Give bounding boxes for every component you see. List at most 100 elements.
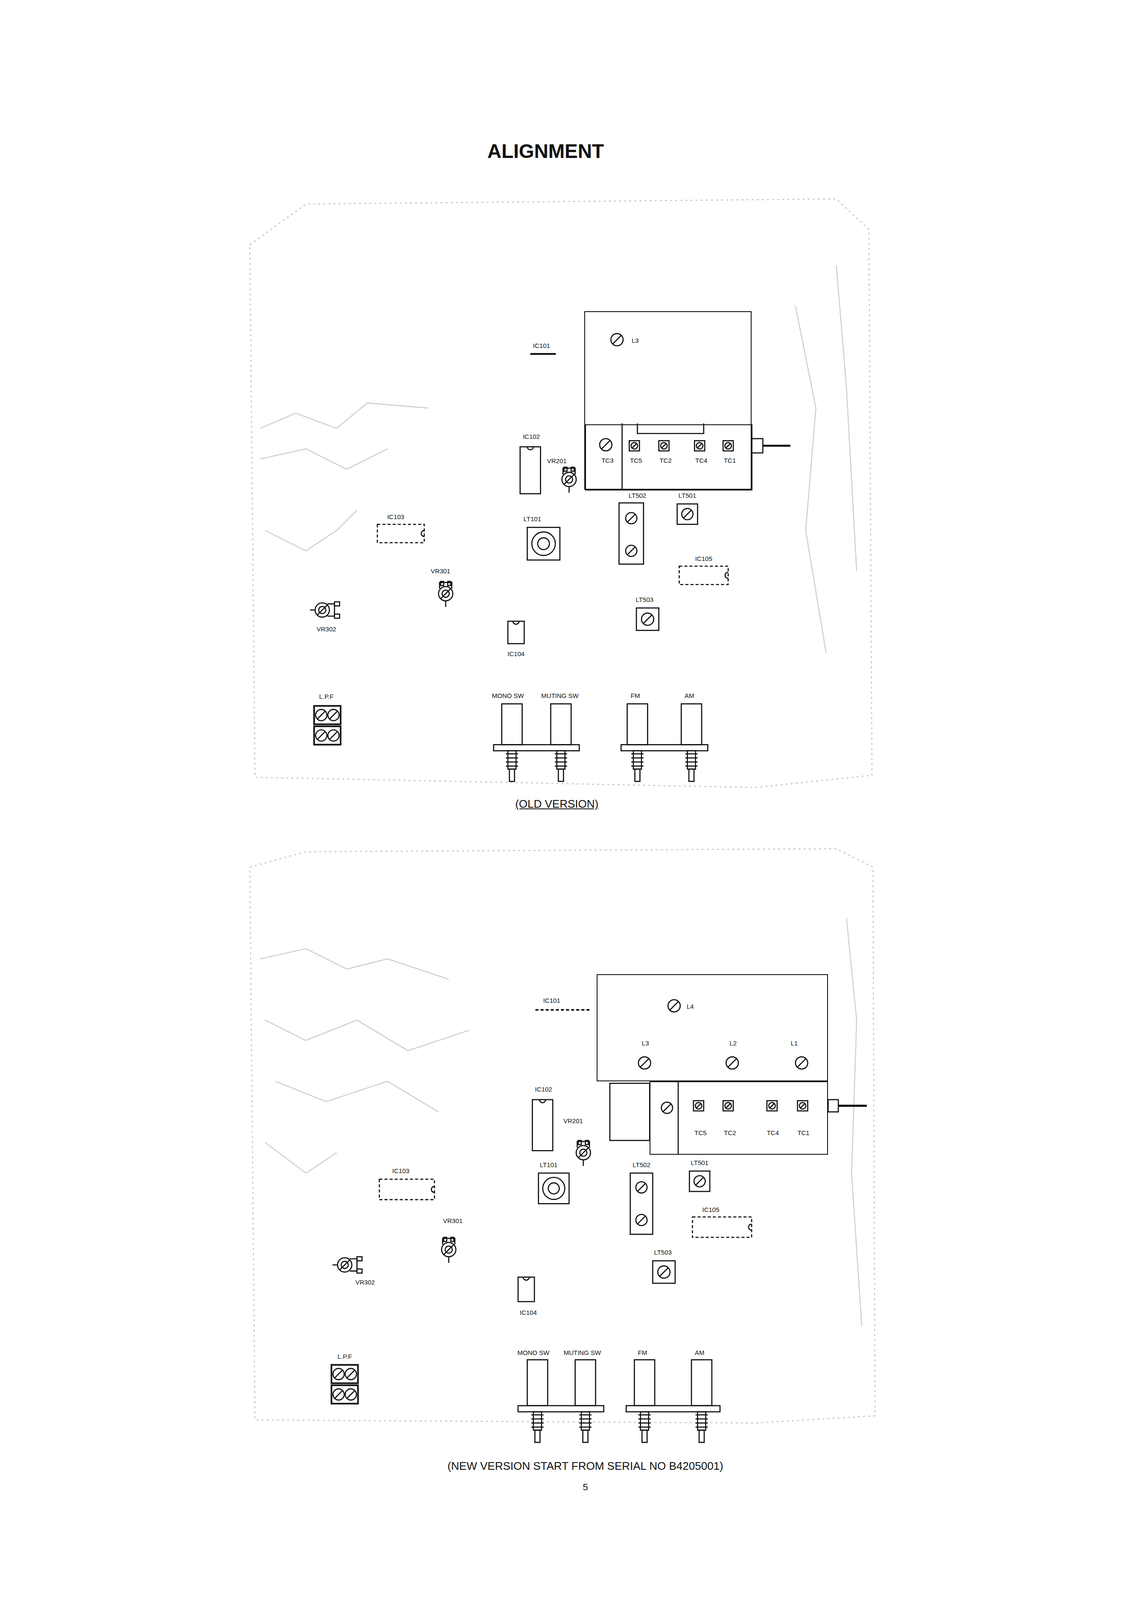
ifcoil (689, 1170, 710, 1192)
shaft-thread (685, 765, 698, 767)
adjust-screw (635, 1214, 648, 1226)
ifcoil (636, 607, 659, 631)
adjust-screw (345, 1368, 357, 1380)
component-label: AM (693, 1348, 706, 1356)
adjust-screw (657, 1265, 671, 1278)
adjust-slot (800, 1102, 806, 1108)
adjust-slot (695, 1177, 704, 1185)
push-switch (634, 1359, 655, 1406)
switch-shaft (641, 1429, 648, 1443)
shaft-thread (695, 1413, 709, 1416)
push-switch (691, 1359, 712, 1406)
component-label: L.P.F (318, 693, 335, 701)
copper-trace (846, 918, 862, 1327)
trimmer-pin (585, 1140, 589, 1145)
trimmer-resistor (438, 586, 453, 601)
shaft-thread (505, 765, 519, 767)
adjust-slot (797, 1058, 806, 1067)
adjust-screw (693, 1175, 706, 1187)
switch-shaft (534, 1429, 540, 1443)
board-drawing (249, 198, 875, 1443)
ic-package (377, 524, 425, 543)
ifcoil (531, 531, 556, 556)
copper-trace (275, 1081, 439, 1112)
switch-shaft (699, 1429, 705, 1443)
shaft-thread (638, 1418, 651, 1420)
shaft-thread (631, 757, 644, 759)
component-label: TC1 (722, 457, 737, 465)
component-label: LT502 (631, 1161, 651, 1169)
trimmer-capacitor (696, 442, 703, 449)
shaft-thread (554, 753, 568, 755)
trimmer-capacitor (631, 442, 638, 449)
tuner-unit: L3TC3TC5TC2TC4TC1 (584, 311, 752, 490)
shaft-thread (579, 1418, 592, 1420)
adjust-slot (725, 1102, 731, 1108)
ifcoil (630, 1172, 653, 1234)
switch-shaft (558, 769, 564, 782)
component-label: FM (629, 691, 642, 700)
ic-package (679, 565, 729, 585)
trimmer-resistor (441, 1241, 456, 1257)
adjust-slot (659, 1267, 669, 1277)
adjust-screw (641, 612, 654, 626)
component-label: MONO SW (516, 1348, 551, 1356)
adjust-slot (612, 335, 622, 344)
adjust-slot (334, 1390, 343, 1398)
component-label: FM (637, 1348, 649, 1356)
trimmer-capacitor (693, 1100, 704, 1111)
ifcoil (537, 537, 550, 550)
copper-trace (259, 948, 449, 980)
adjust-slot (661, 443, 667, 449)
adjust-slot (683, 510, 691, 518)
component-label: VR201 (546, 457, 568, 465)
shield-wall (621, 423, 623, 490)
component-label: LT101 (539, 1161, 559, 1169)
shaft-thread (554, 757, 568, 759)
shaft-thread (685, 753, 698, 755)
ifcoil (618, 502, 644, 564)
shaft-thread (505, 753, 519, 755)
adjust-screw (667, 999, 681, 1012)
adjust-slot (769, 1102, 775, 1108)
ic-notch (539, 1099, 546, 1103)
page-title: ALIGNMENT (486, 139, 605, 162)
ic-notch (421, 530, 425, 537)
trimmer-capacitor (799, 1102, 806, 1109)
trimmer-capacitor (722, 440, 734, 451)
component-label: IC103 (386, 513, 406, 521)
trimmer-pin (309, 609, 315, 611)
trimmer-capacitor (629, 440, 640, 451)
adjust-screw (315, 709, 327, 721)
trimmer-pin (450, 1237, 454, 1242)
adjust-slot (329, 731, 338, 740)
trimmer-resistor (314, 602, 330, 617)
ic-notch (725, 572, 729, 579)
trimmer-strip: TC3TC5TC2TC4TC1 (585, 424, 753, 491)
ic-package (518, 1276, 535, 1302)
trimmer-pin (582, 1159, 585, 1166)
trimmer-pin (440, 581, 444, 586)
component-label: IC103 (391, 1167, 411, 1175)
component-label: TC5 (629, 457, 643, 465)
switch-shaft (509, 769, 515, 782)
ifcoil (527, 527, 560, 560)
adjust-slot (563, 474, 575, 485)
adjust-screw (610, 333, 624, 346)
adjust-screw (599, 438, 613, 452)
trimmer-strip: TC5TC2TC4TC1 (649, 1081, 828, 1155)
component-label: TC4 (694, 457, 709, 465)
board-outline (249, 198, 872, 788)
component-label: L4 (685, 1002, 695, 1011)
adjust-screw (635, 1181, 648, 1193)
copper-trace (259, 448, 388, 470)
adjust-slot (443, 1244, 454, 1255)
trimmer-resistor (576, 1145, 591, 1160)
adjust-screw (638, 1056, 651, 1070)
ic-notch (523, 1276, 530, 1280)
antenna-connector (827, 1099, 839, 1112)
shaft-thread (695, 1418, 709, 1420)
component-label: TC1 (796, 1129, 811, 1137)
trimmer-capacitor (797, 1100, 808, 1111)
push-switch (527, 1359, 548, 1406)
